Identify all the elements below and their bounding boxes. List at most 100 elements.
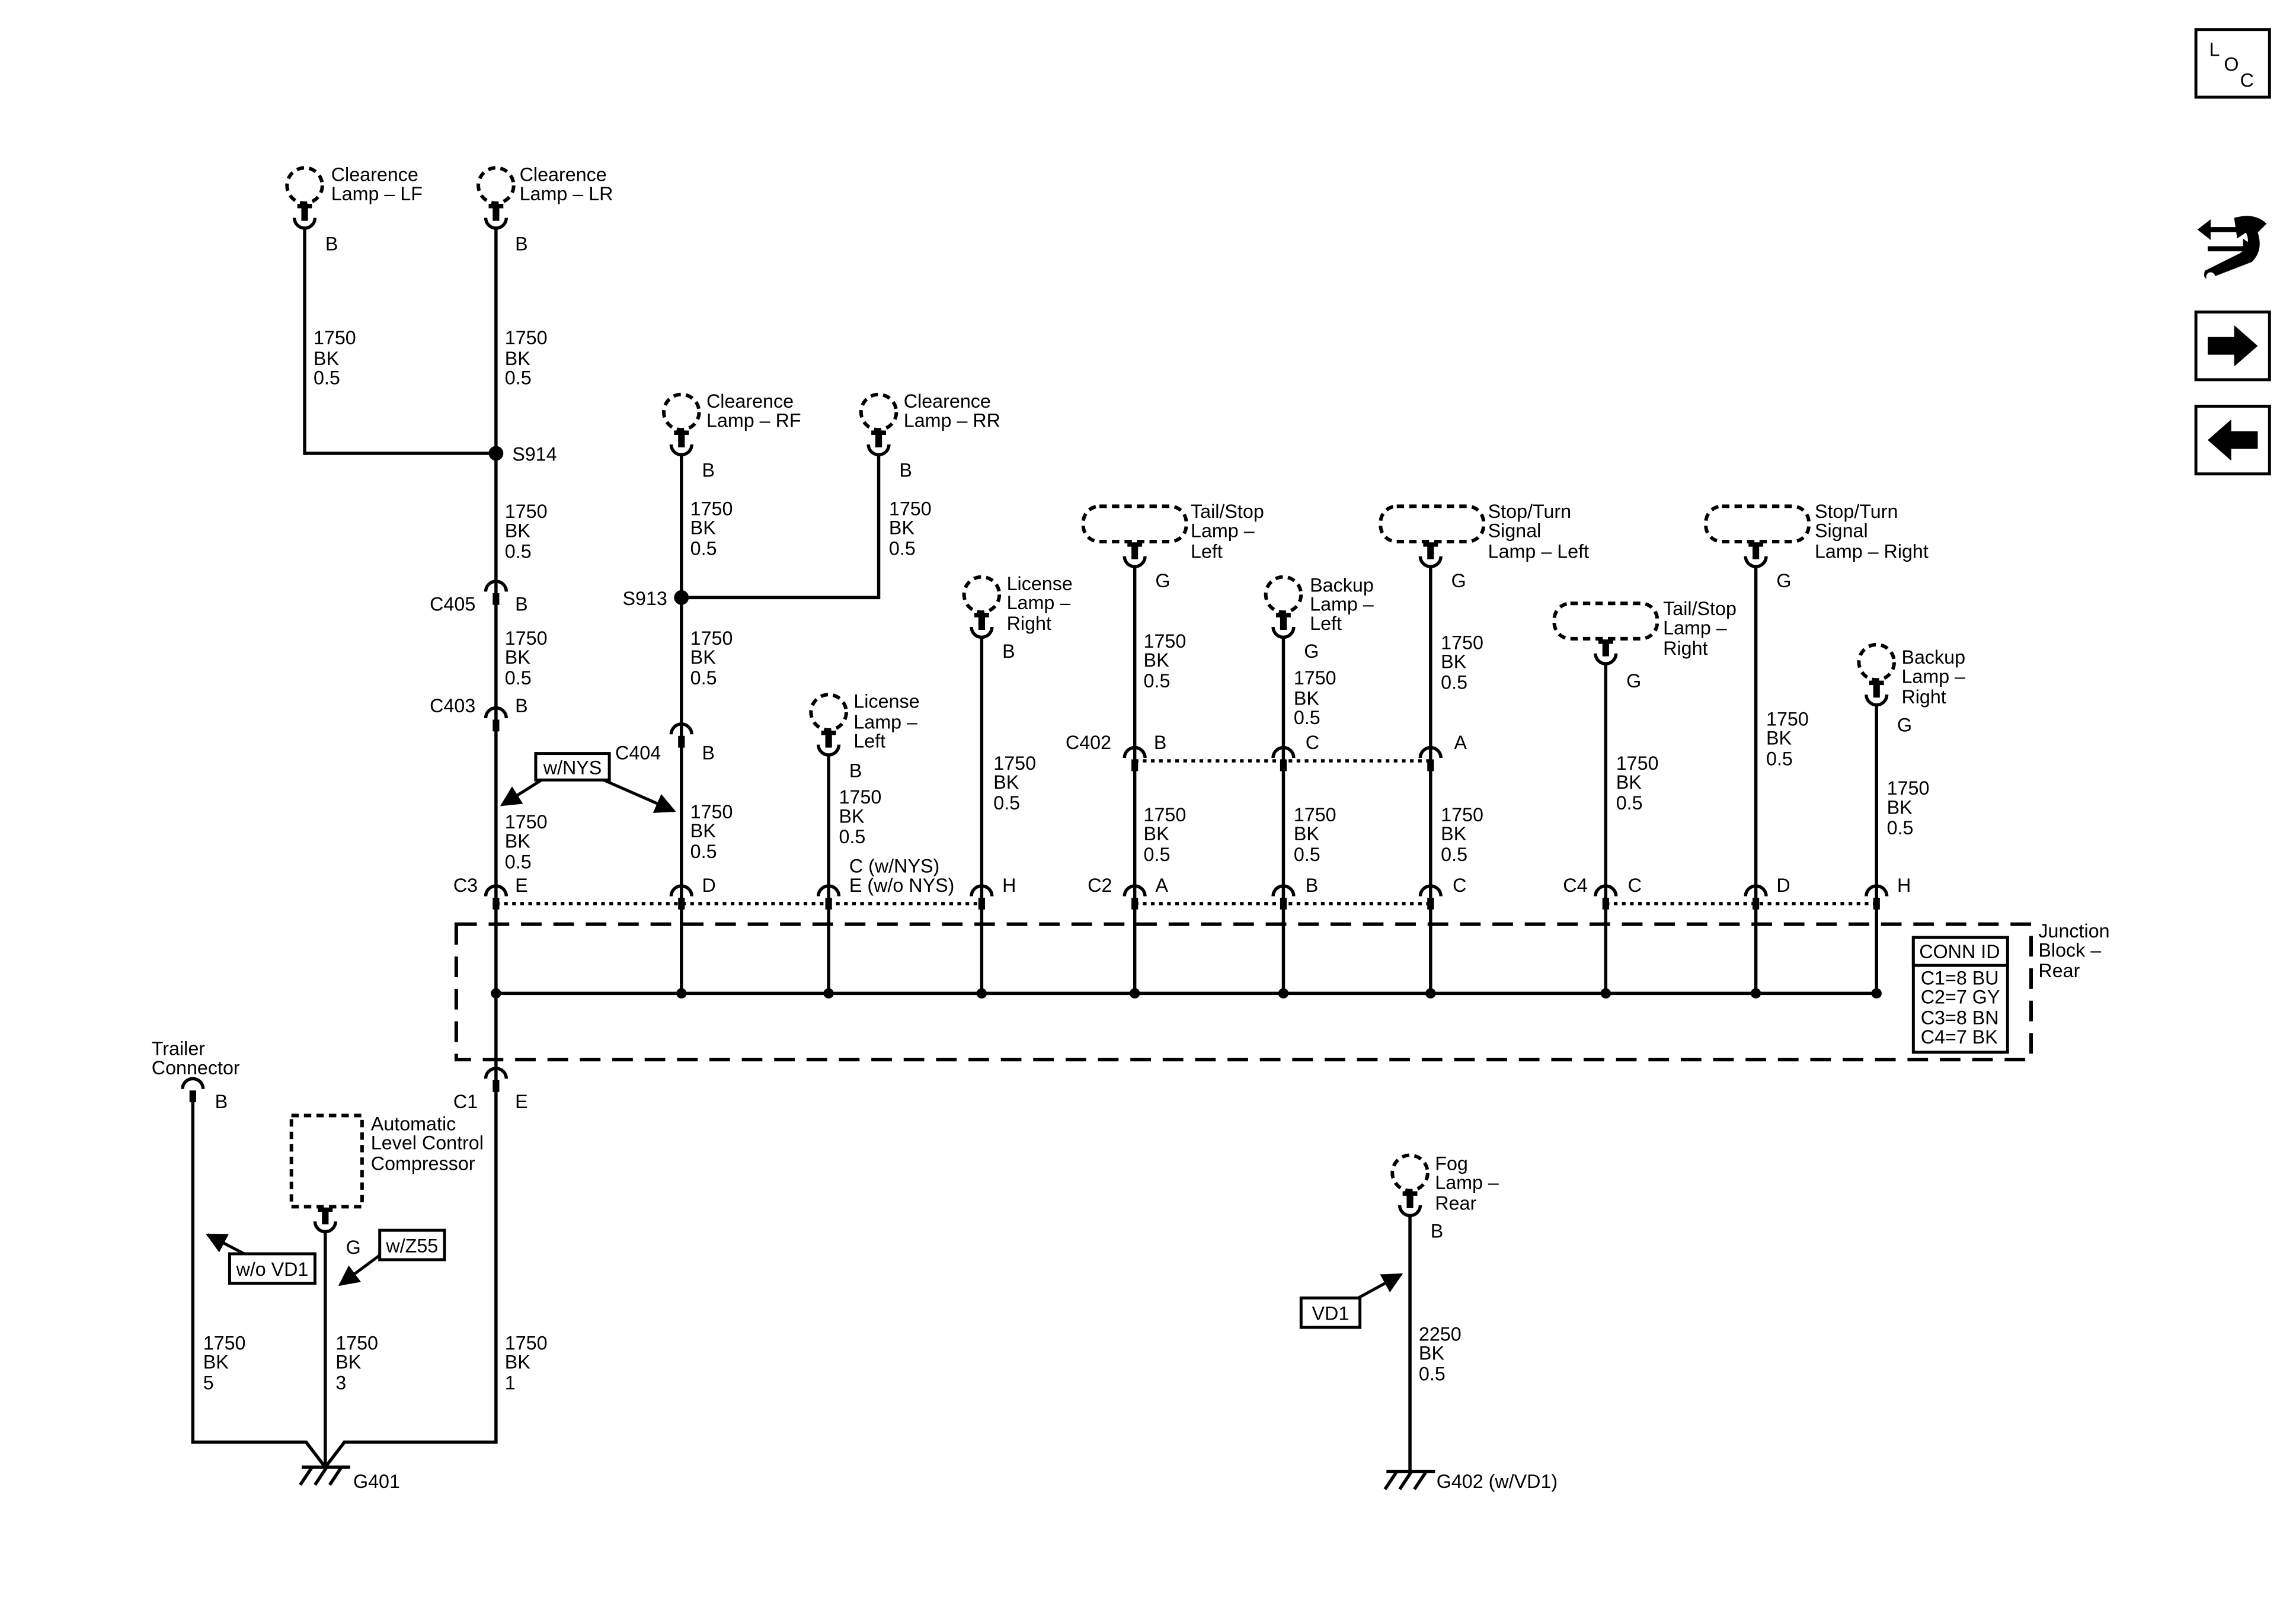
wire-gauge: 1750 <box>1144 804 1187 825</box>
wire-color: BK <box>1294 688 1320 709</box>
connector-pin: B <box>1306 875 1319 896</box>
pin-label: G <box>346 1237 361 1258</box>
automatic-level-control-compressor: Automatic Level Control Compressor G <box>289 1113 484 1258</box>
pin-label: G <box>1776 570 1791 591</box>
wire-size: 0.5 <box>1766 748 1793 769</box>
junction-block-label: Block – <box>2038 939 2101 961</box>
lamp-connector <box>1400 1193 1421 1215</box>
pin-label: B <box>899 460 912 481</box>
connector-pin: H <box>1002 875 1016 896</box>
wire-gauge: 1750 <box>690 498 733 519</box>
wire-labels: 1750 BK 0.5 1750 BK 0.5 1750 BK 0.5 1750… <box>203 327 1930 1393</box>
connector-id-c2: C2 <box>1088 875 1112 896</box>
pin-label: B <box>515 233 528 254</box>
ground-icon <box>1383 1470 1435 1490</box>
tail-stop-lamp-left: Tail/Stop Lamp – Left G <box>1081 501 1264 591</box>
option-callout-wo-vd1: w/o VD1 <box>206 1233 316 1285</box>
component-connector <box>315 1209 335 1231</box>
wire-color: BK <box>1766 728 1792 749</box>
next-button[interactable] <box>2194 311 2271 382</box>
conn-id-row: C4=7 BK <box>1921 1026 1998 1048</box>
lamp-connector <box>1124 545 1145 566</box>
loc-button[interactable]: L O C <box>2194 28 2271 99</box>
lamp-label: Fog <box>1435 1153 1468 1174</box>
lamp-label: Left <box>853 731 885 752</box>
wire-size: 0.5 <box>505 540 532 562</box>
connector-pin: H <box>1897 875 1911 896</box>
wire-color: BK <box>889 517 915 539</box>
component-label: Automatic <box>371 1113 456 1134</box>
wire-color: BK <box>1441 651 1467 673</box>
wire-size: 0.5 <box>1616 792 1643 814</box>
wire-size: 0.5 <box>690 841 717 862</box>
wires <box>191 226 1878 1472</box>
wire-gauge: 2250 <box>1419 1323 1462 1345</box>
wire-color: BK <box>335 1352 362 1373</box>
connector-pin: B <box>515 695 528 716</box>
wire-gauge: 1750 <box>505 1332 548 1353</box>
wrench-arrows-icon[interactable] <box>2197 216 2267 281</box>
bus-dot <box>1600 988 1611 999</box>
connector-id-c4: C4 <box>1563 875 1587 896</box>
backup-lamp-right: Backup Lamp – Right G <box>1857 642 1965 735</box>
wire-color: BK <box>690 517 717 539</box>
lamp-outline <box>1081 504 1188 543</box>
component-label: Connector <box>152 1057 240 1078</box>
option-label: w/o VD1 <box>235 1259 308 1280</box>
wire-gauge: 1750 <box>839 786 882 808</box>
conn-id-row: C1=8 BU <box>1921 967 1999 988</box>
wire-color: BK <box>505 348 531 369</box>
lamp-outline <box>1264 575 1303 614</box>
wire-main-left-trunk <box>324 226 498 1468</box>
lamp-label: Lamp – RF <box>706 409 801 431</box>
component-outline <box>289 1113 364 1209</box>
wire-gauge: 1750 <box>1766 708 1809 729</box>
loc-letter-c: C <box>2240 70 2254 91</box>
pin-label: G <box>1451 570 1466 591</box>
wire-size: 0.5 <box>505 667 532 689</box>
wire-gauge: 1750 <box>505 628 548 649</box>
wire-gauge: 1750 <box>1294 804 1336 825</box>
connector-id-c405: C405 <box>430 594 475 615</box>
wire-size: 0.5 <box>1294 844 1320 865</box>
ground-g402: G402 (w/VD1) <box>1383 1470 1558 1492</box>
wire-gauge: 1750 <box>993 753 1036 774</box>
lamp-label: Clearence <box>331 164 418 185</box>
loc-icon[interactable] <box>2194 28 2271 99</box>
conn-id-table: CONN ID C1=8 BU C2=7 GY C3=8 BN C4=7 BK <box>1911 936 2009 1054</box>
wire-size: 0.5 <box>690 667 717 689</box>
connector-labels: S914 S913 C405 B C403 B C404 B C402 B C … <box>430 443 1911 1112</box>
splice-points <box>488 446 1882 999</box>
connector-pin: C <box>1628 875 1642 896</box>
connector-pin: A <box>1454 732 1467 753</box>
wire-gauge: 1750 <box>314 327 356 348</box>
connector-pin: A <box>1155 875 1168 896</box>
callout-arrow <box>603 779 676 813</box>
fog-lamp-rear: Fog Lamp – Rear B <box>1390 1153 1499 1242</box>
lamp-label: Rear <box>1435 1192 1476 1214</box>
conn-id-header <box>1911 936 2009 967</box>
prev-button[interactable] <box>2194 405 2271 476</box>
connector-pin: B <box>515 594 528 615</box>
conn-id-row: C2=7 GY <box>1921 987 2000 1008</box>
lamp-label: Clearence <box>904 391 991 412</box>
connector-id-c1: C1 <box>453 1091 478 1112</box>
wire-size: 0.5 <box>505 367 532 388</box>
wire-clearance-rr <box>681 453 881 600</box>
option-callout-z55: w/Z55 <box>338 1228 446 1286</box>
bus-dot <box>676 988 687 999</box>
wire-color: BK <box>505 520 531 542</box>
connector-id-c3: C3 <box>453 875 478 896</box>
bus-dot <box>976 988 987 999</box>
license-lamp-left: License Lamp – Left B <box>809 691 920 781</box>
ground-label: G401 <box>353 1471 400 1492</box>
wire-size: 3 <box>335 1372 346 1393</box>
license-lamp-right: License Lamp – Right B <box>962 573 1073 662</box>
wire-size: 1 <box>505 1372 516 1393</box>
stop-turn-signal-lamp-right: Stop/Turn Signal Lamp – Right G <box>1704 501 1929 591</box>
lamp-label: Lamp – <box>1435 1172 1499 1193</box>
pin-label: B <box>325 233 338 254</box>
wire-color: BK <box>1887 796 1913 818</box>
tail-stop-lamp-right: Tail/Stop Lamp – Right G <box>1552 598 1737 692</box>
